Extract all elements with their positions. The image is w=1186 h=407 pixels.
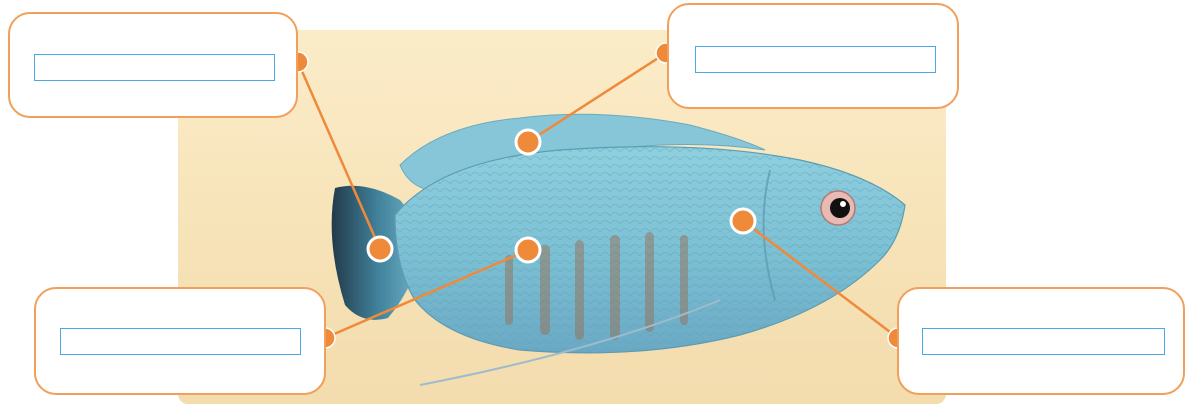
label-input-top-right[interactable] bbox=[695, 46, 936, 73]
label-dot-icon bbox=[516, 130, 540, 154]
callout-bottom-right bbox=[897, 287, 1185, 395]
callout-bottom-left bbox=[34, 287, 326, 395]
label-input-top-left[interactable] bbox=[34, 54, 275, 81]
label-dot-icon bbox=[368, 237, 392, 261]
label-input-bottom-right[interactable] bbox=[922, 328, 1165, 355]
label-dot-icon bbox=[731, 209, 755, 233]
label-input-bottom-left[interactable] bbox=[60, 328, 301, 355]
callout-top-left bbox=[8, 12, 298, 118]
callout-top-right bbox=[667, 3, 959, 109]
fish-image bbox=[332, 114, 905, 385]
label-dot-icon bbox=[516, 238, 540, 262]
